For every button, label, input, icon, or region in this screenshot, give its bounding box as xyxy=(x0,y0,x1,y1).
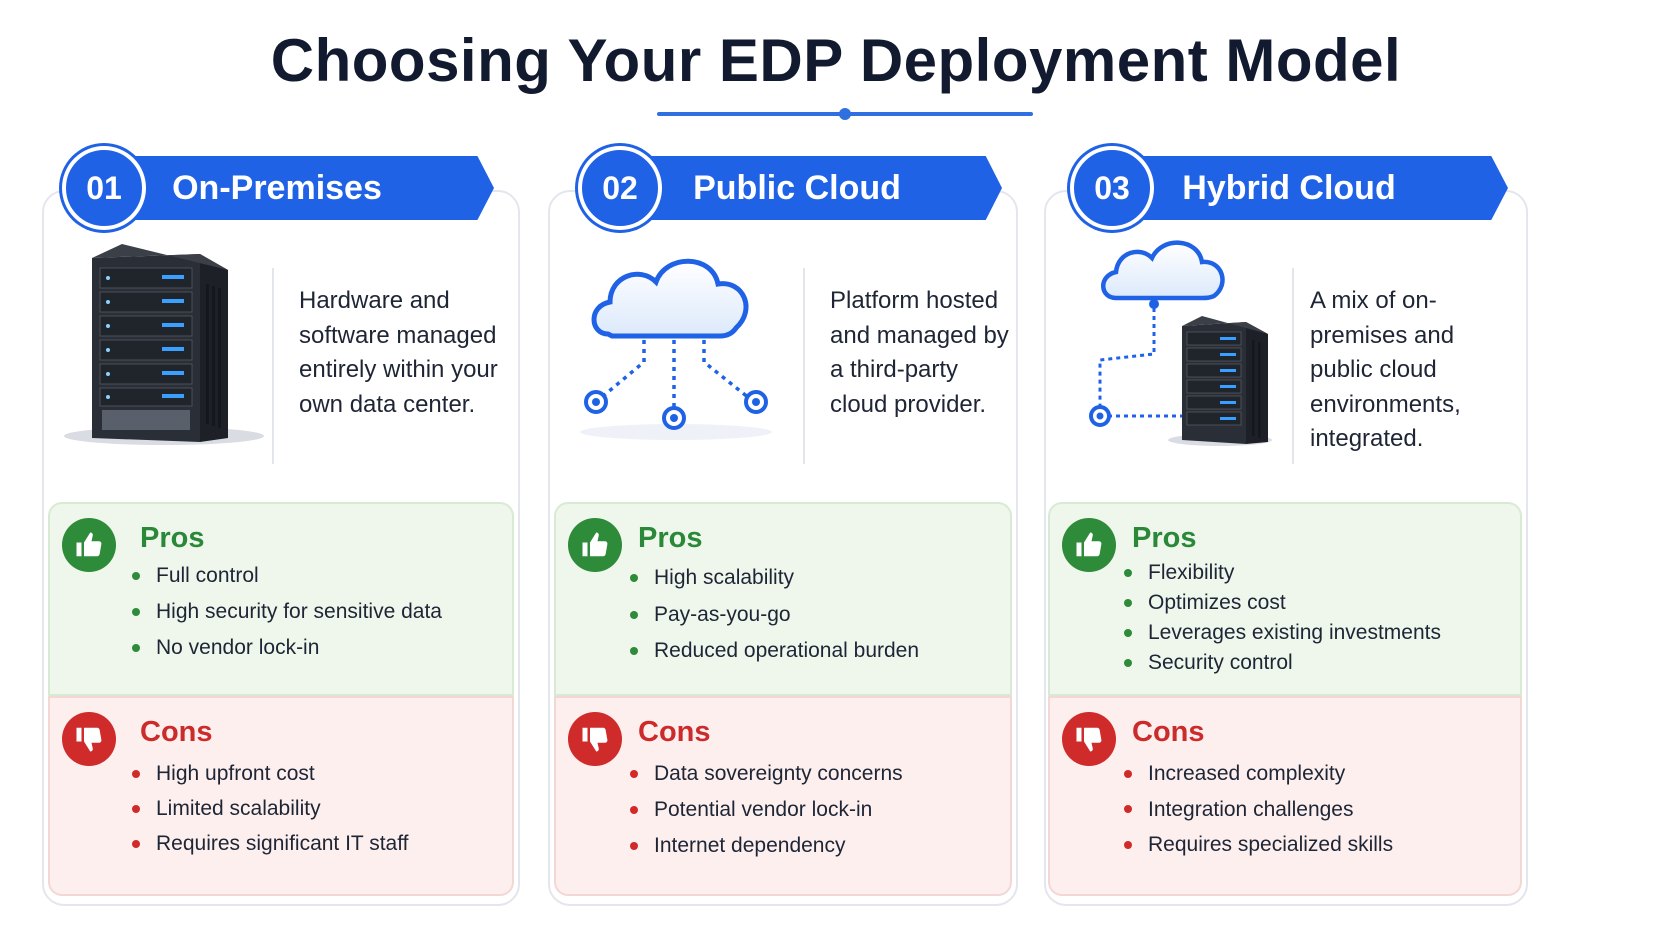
divider xyxy=(1292,268,1294,464)
pros-item: Leverages existing investments xyxy=(1124,618,1441,648)
cons-item: Limited scalability xyxy=(132,791,409,826)
cons-item: Increased complexity xyxy=(1124,756,1393,792)
thumbs-down-icon xyxy=(62,712,116,766)
pros-item: Security control xyxy=(1124,648,1441,678)
pros-item: Reduced operational burden xyxy=(630,633,919,670)
pros-panel: Pros High scalability Pay-as-you-go Redu… xyxy=(554,502,1012,696)
cons-panel: Cons Increased complexity Integration ch… xyxy=(1048,696,1522,896)
model-banner-on-premises xyxy=(80,156,494,220)
model-description: Platform hosted and managed by a third-p… xyxy=(830,287,1009,418)
model-description: Hardware and software managed entirely w… xyxy=(299,287,498,418)
model-banner-public-cloud xyxy=(596,156,1002,220)
pros-title: Pros xyxy=(1132,522,1197,554)
thumbs-up-icon xyxy=(62,518,116,572)
pros-title: Pros xyxy=(638,522,703,554)
model-description: A mix of on-premises and public cloud en… xyxy=(1310,287,1461,452)
cons-item: Internet dependency xyxy=(630,828,903,864)
thumbs-down-icon xyxy=(1062,712,1116,766)
cons-panel: Cons High upfront cost Limited scalabili… xyxy=(48,696,514,896)
cons-item: Data sovereignty concerns xyxy=(630,756,903,792)
cons-title: Cons xyxy=(140,716,213,748)
pros-list: Flexibility Optimizes cost Leverages exi… xyxy=(1124,558,1441,678)
model-title: Hybrid Cloud xyxy=(1182,169,1396,207)
pros-list: High scalability Pay-as-you-go Reduced o… xyxy=(630,560,919,670)
cons-list: High upfront cost Limited scalability Re… xyxy=(132,756,409,861)
cons-item: Integration challenges xyxy=(1124,792,1393,828)
divider xyxy=(272,268,274,464)
cons-panel: Cons Data sovereignty concerns Potential… xyxy=(554,696,1012,896)
thumbs-up-icon xyxy=(1062,518,1116,572)
model-number-badge: 03 xyxy=(1070,146,1154,230)
pros-panel: Pros Flexibility Optimizes cost Leverage… xyxy=(1048,502,1522,696)
cons-item: Requires significant IT staff xyxy=(132,826,409,861)
cloud-network-icon xyxy=(580,258,772,440)
divider xyxy=(803,268,805,464)
pros-item: High scalability xyxy=(630,560,919,597)
pros-item: No vendor lock-in xyxy=(132,630,442,666)
pros-item: High security for sensitive data xyxy=(132,594,442,630)
model-number-badge: 01 xyxy=(62,146,146,230)
cons-title: Cons xyxy=(1132,716,1205,748)
pros-title: Pros xyxy=(140,522,205,554)
cons-list: Increased complexity Integration challen… xyxy=(1124,756,1393,863)
server-rack-icon xyxy=(64,244,264,445)
pros-panel: Pros Full control High security for sens… xyxy=(48,502,514,696)
thumbs-down-icon xyxy=(568,712,622,766)
pros-item: Optimizes cost xyxy=(1124,588,1441,618)
title-underline-dot xyxy=(839,108,851,120)
cons-list: Data sovereignty concerns Potential vend… xyxy=(630,756,903,864)
pros-item: Pay-as-you-go xyxy=(630,597,919,634)
cons-title: Cons xyxy=(638,716,711,748)
pros-item: Full control xyxy=(132,558,442,594)
cons-item: Potential vendor lock-in xyxy=(630,792,903,828)
model-title: Public Cloud xyxy=(693,169,901,207)
page-title: Choosing Your EDP Deployment Model xyxy=(270,27,1402,94)
model-title: On-Premises xyxy=(172,169,382,207)
model-banner-hybrid-cloud xyxy=(1090,156,1508,220)
cons-item: Requires specialized skills xyxy=(1124,827,1393,863)
pros-list: Full control High security for sensitive… xyxy=(132,558,442,666)
title-underline xyxy=(657,108,1033,120)
pros-item: Flexibility xyxy=(1124,558,1441,588)
model-number-badge: 02 xyxy=(578,146,662,230)
hybrid-cloud-server-icon xyxy=(1089,240,1272,446)
cons-item: High upfront cost xyxy=(132,756,409,791)
thumbs-up-icon xyxy=(568,518,622,572)
